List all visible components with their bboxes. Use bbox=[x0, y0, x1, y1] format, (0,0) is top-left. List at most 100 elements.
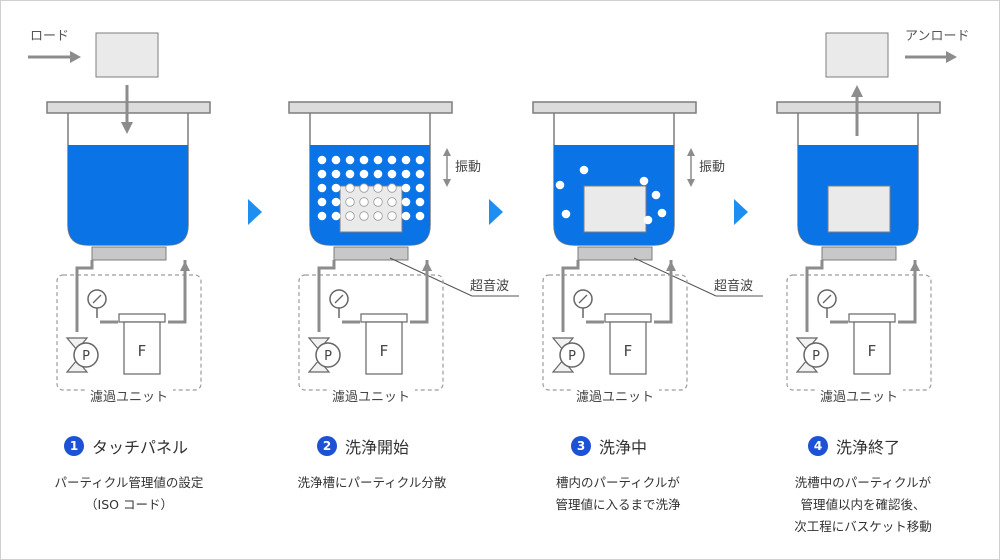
ultrasonic-label: 超音波 bbox=[714, 278, 753, 294]
particle bbox=[331, 155, 341, 165]
particle bbox=[415, 183, 425, 193]
vibration-arrow-up bbox=[687, 148, 695, 156]
step-2-title-text: 洗浄開始 bbox=[345, 438, 410, 457]
unload-arrow bbox=[905, 51, 957, 63]
particle bbox=[345, 155, 355, 165]
particle bbox=[415, 211, 425, 221]
filter-icon bbox=[365, 321, 403, 375]
gauge-needle bbox=[334, 294, 344, 304]
particle bbox=[331, 169, 341, 179]
filter-label: F bbox=[380, 342, 389, 360]
step-3-badge: 3 bbox=[571, 436, 591, 456]
particle bbox=[401, 169, 411, 179]
ultrasonic-label: 超音波 bbox=[470, 278, 509, 294]
particle bbox=[651, 190, 661, 200]
vibration-arrow-down bbox=[687, 179, 695, 187]
particle bbox=[401, 211, 411, 221]
gauge-needle bbox=[92, 294, 102, 304]
particle bbox=[415, 155, 425, 165]
step-4-desc-line: 管理値以内を確認後、 bbox=[800, 497, 926, 512]
particle bbox=[555, 180, 565, 190]
vibration-arrow-down bbox=[443, 179, 451, 187]
gauge-needle bbox=[578, 294, 588, 304]
filter-unit-box bbox=[298, 274, 444, 391]
particle bbox=[331, 183, 341, 193]
filter-unit-box bbox=[56, 274, 202, 391]
vibration-arrow-up bbox=[443, 148, 451, 156]
particle bbox=[657, 208, 667, 218]
pump-label: P bbox=[812, 349, 820, 364]
particle bbox=[317, 183, 327, 193]
filter-label: F bbox=[138, 342, 147, 360]
particle bbox=[387, 155, 397, 165]
particle bbox=[373, 183, 383, 193]
step-1-desc-line: パーティクル管理値の設定 bbox=[54, 475, 204, 490]
particle bbox=[387, 183, 397, 193]
step-3-desc-line: 槽内のパーティクルが bbox=[556, 475, 680, 490]
particle bbox=[415, 197, 425, 207]
step-1-desc-line: （ISO コード） bbox=[85, 497, 173, 512]
return-arrow-head bbox=[422, 261, 432, 271]
filter-cap bbox=[360, 313, 408, 323]
step-3-title-text: 洗浄中 bbox=[599, 438, 648, 457]
particle bbox=[359, 197, 369, 207]
particle bbox=[401, 197, 411, 207]
step-3-desc-line: 管理値に入るまで洗浄 bbox=[555, 497, 681, 512]
step-arrow-2 bbox=[489, 199, 503, 225]
particle bbox=[401, 155, 411, 165]
return-arrow-head bbox=[180, 261, 190, 271]
pipe-suction bbox=[805, 260, 824, 332]
particle bbox=[317, 211, 327, 221]
step-1-desc: パーティクル管理値の設定 （ISO コード） bbox=[19, 472, 239, 516]
pipe-return bbox=[168, 260, 187, 324]
step-2-desc-line: 洗浄槽にパーティクル分散 bbox=[297, 475, 447, 490]
filter-unit-label-bg bbox=[571, 389, 659, 403]
pump-label: P bbox=[82, 349, 90, 364]
step-4-title-text: 洗浄終了 bbox=[836, 438, 901, 457]
particle bbox=[359, 155, 369, 165]
return-arrow-head bbox=[910, 261, 920, 271]
station-1: 濾過ユニット P F bbox=[46, 32, 211, 405]
unload-label: アンロード bbox=[905, 29, 969, 44]
basket-in-tank bbox=[339, 185, 403, 233]
step-4-title: 4 洗浄終了 bbox=[808, 434, 900, 458]
particle bbox=[639, 176, 649, 186]
filter-unit-label: 濾過ユニット bbox=[576, 390, 654, 405]
pump-label: P bbox=[324, 349, 332, 364]
pipe-suction bbox=[317, 260, 336, 332]
vibration-label: 振動 bbox=[699, 160, 725, 175]
step-arrow-1 bbox=[248, 199, 262, 225]
pump-icon bbox=[73, 342, 99, 368]
filter-cap bbox=[118, 313, 166, 323]
insert-arrow-head bbox=[121, 122, 133, 134]
filter-unit-label: 濾過ユニット bbox=[90, 390, 168, 405]
particle bbox=[317, 169, 327, 179]
particle bbox=[345, 183, 355, 193]
ultrasonic-plate bbox=[91, 246, 167, 261]
particle bbox=[387, 211, 397, 221]
filter-label: F bbox=[868, 342, 877, 360]
filter-cap bbox=[604, 313, 652, 323]
pump-icon bbox=[559, 342, 585, 368]
particle bbox=[359, 183, 369, 193]
step-3-title: 3 洗浄中 bbox=[571, 434, 647, 458]
ultrasonic-plate bbox=[821, 246, 897, 261]
step-4-desc-line: 次工程にバスケット移動 bbox=[794, 519, 932, 534]
basket bbox=[95, 32, 159, 78]
particle bbox=[345, 197, 355, 207]
particle bbox=[579, 165, 589, 175]
tank-rim bbox=[288, 101, 453, 114]
filter-unit-label-bg bbox=[815, 389, 903, 403]
station-4: 濾過ユニット P F bbox=[776, 32, 941, 405]
particle bbox=[401, 183, 411, 193]
step-2-badge: 2 bbox=[317, 436, 337, 456]
filter-unit-label: 濾過ユニット bbox=[820, 390, 898, 405]
load-label: ロード bbox=[30, 29, 69, 44]
step-4-badge: 4 bbox=[808, 436, 828, 456]
particle bbox=[331, 197, 341, 207]
filter-unit-label-bg bbox=[327, 389, 415, 403]
basket bbox=[825, 32, 889, 78]
ultrasonic-plate bbox=[577, 246, 653, 261]
load-arrow bbox=[28, 51, 81, 63]
